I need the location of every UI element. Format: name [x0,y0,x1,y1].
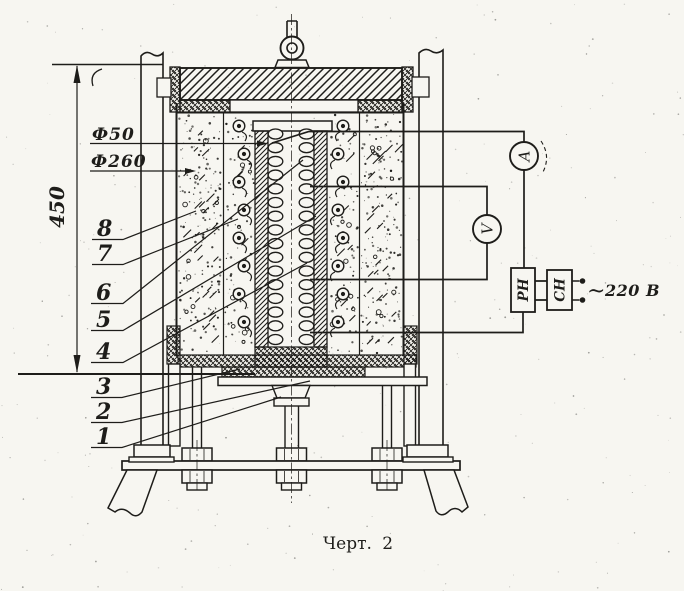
heating-coil [267,128,315,346]
part-number: 4 [96,339,111,365]
lid-left-clamp-lug [156,77,172,98]
electrical-circuit: А V РН СН ~ 220 В [271,130,660,334]
wire-return [310,312,524,334]
right-stud [381,385,393,448]
furnace-lid [156,66,430,113]
lid-left-gasket-strip [179,99,231,113]
dimension-d50: Ф50 [90,125,268,147]
callout-6: 6 [91,159,304,306]
part-number: 2 [95,399,111,425]
bottom-gasket-outer [177,354,417,368]
part-number: 5 [96,307,111,333]
nut-facet-lines [189,449,395,482]
box-link-wires [535,280,547,301]
left-hanger-strap [167,363,181,447]
lid-slab [179,67,403,101]
part-number: 7 [97,241,113,267]
part-callouts: 8 7 6 5 4 3 2 1 [91,159,317,450]
ammeter-correction-arc [540,140,548,173]
wire-voltmeter-bottom-tap [310,243,488,281]
stand-feet [107,444,469,517]
callout-8: 8 [92,210,197,242]
insulation-stipple [178,113,404,355]
bottom-plate [217,376,428,387]
outer-diameter-label: Ф260 [91,152,147,172]
eye-bolt-base [273,59,311,69]
lid-center-plate [229,99,359,113]
center-flange [270,384,312,399]
left-clamp-tab [166,325,181,365]
furnace-body [175,103,405,356]
part-number: 3 [96,374,111,400]
regulator-label: РН [516,277,532,302]
bottom-gasket-inner [221,366,366,378]
tube-top-cap [252,120,333,132]
stabilizer-label: СН [552,277,568,302]
tube-wall-left [254,130,269,348]
callout-5: 5 [91,215,317,333]
voltage-regulator-box [510,267,536,313]
heater-tube-assembly [252,120,333,348]
stray-pen-mark [91,68,103,87]
insulation-layer-boundaries [222,113,361,355]
right-leg [422,469,469,516]
callout-1: 1 [91,396,282,450]
part-number: 8 [96,216,112,242]
dimension-450: 450 [18,63,255,375]
part-number: 6 [96,280,111,306]
ammeter-label: А [515,150,533,162]
lid-right-gasket-strip [357,99,403,113]
stabilizer-box [546,269,573,311]
callout-7: 7 [92,218,239,267]
dimension-d260: Ф260 [90,152,196,174]
ammeter [509,141,539,171]
figure-caption: Черт. 2 [323,534,393,554]
base-assembly [107,325,469,517]
ac-symbol: ~ [587,279,605,304]
supply-terminals [572,278,586,303]
part-number: 1 [96,424,111,450]
body-shell-walls [175,103,405,356]
voltmeter-label: V [478,221,496,234]
stud-centerlines [196,440,388,491]
lid-right-clamp-lug [411,76,430,98]
eye-bolt [273,20,311,69]
callout-4: 4 [91,262,308,365]
bore-diameter-label: Ф50 [92,125,135,145]
center-rod [284,406,300,448]
voltmeter [472,214,502,244]
left-leg [107,469,159,517]
stand-posts [140,48,444,447]
wire-voltmeter-top-tap [310,185,488,215]
right-post [418,48,444,447]
tube-wall-right [313,130,328,348]
wire-top-to-ammeter [271,130,525,268]
callout-3: 3 [91,368,241,400]
left-post [140,51,164,447]
height-dimension-label: 450 [45,186,69,228]
callout-2: 2 [91,380,311,425]
supply-voltage-label: 220 В [604,281,660,300]
